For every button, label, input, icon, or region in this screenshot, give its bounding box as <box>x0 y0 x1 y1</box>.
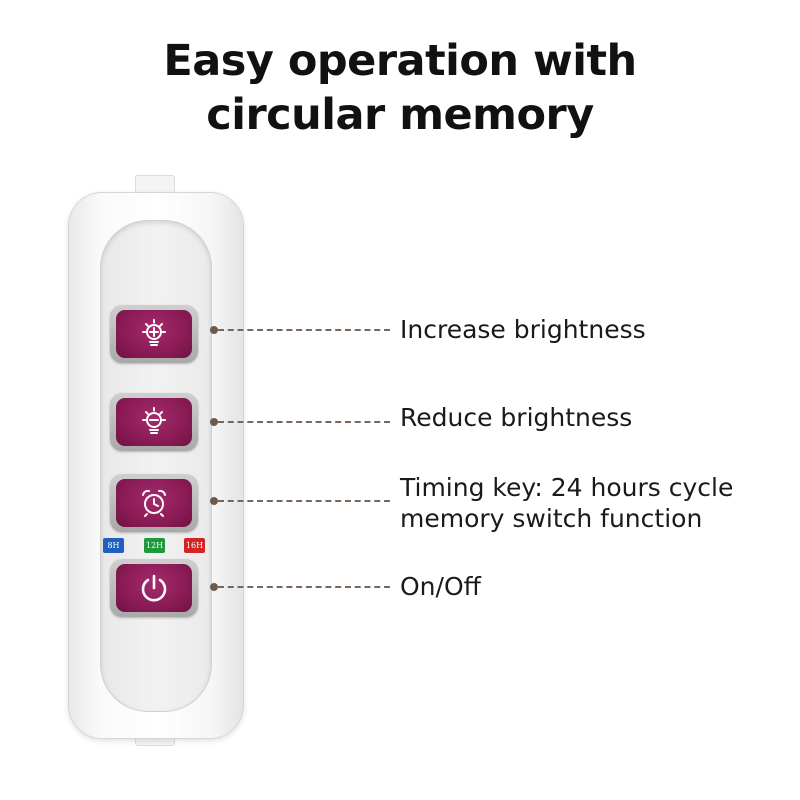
power-icon <box>141 574 167 602</box>
timer-indicator-8h: 8H <box>103 538 124 553</box>
label-reduce-brightness: Reduce brightness <box>400 403 633 432</box>
reduce-brightness-button-frame <box>110 393 198 451</box>
leader-dot-increase <box>210 326 218 334</box>
label-on-off: On/Off <box>400 572 481 601</box>
leader-line-power <box>218 586 390 588</box>
leader-dot-timer <box>210 497 218 505</box>
leader-line-timer <box>218 500 390 502</box>
label-timing-key-line-2: memory switch function <box>400 504 703 533</box>
reduce-brightness-icon <box>142 407 166 434</box>
leader-line-reduce <box>218 421 390 423</box>
leader-dot-reduce <box>210 418 218 426</box>
button-panel <box>100 220 212 712</box>
increase-brightness-icon <box>142 319 166 346</box>
label-increase-brightness: Increase brightness <box>400 315 646 344</box>
increase-brightness-button[interactable] <box>116 310 192 358</box>
power-button[interactable] <box>116 564 192 612</box>
alarm-clock-icon <box>142 489 166 517</box>
headline: Easy operation with circular memory <box>0 34 800 142</box>
headline-line-2: circular memory <box>206 90 594 140</box>
leader-dot-power <box>210 583 218 591</box>
reduce-brightness-button[interactable] <box>116 398 192 446</box>
leader-line-increase <box>218 329 390 331</box>
power-button-frame <box>110 559 198 617</box>
label-timing-key-line-1: Timing key: 24 hours cycle <box>400 473 734 502</box>
timer-button[interactable] <box>116 479 192 527</box>
timer-indicator-16h: 16H <box>184 538 205 553</box>
timer-indicator-12h: 12H <box>144 538 165 553</box>
headline-line-1: Easy operation with <box>163 36 637 86</box>
increase-brightness-button-frame <box>110 305 198 363</box>
timer-button-frame <box>110 474 198 532</box>
